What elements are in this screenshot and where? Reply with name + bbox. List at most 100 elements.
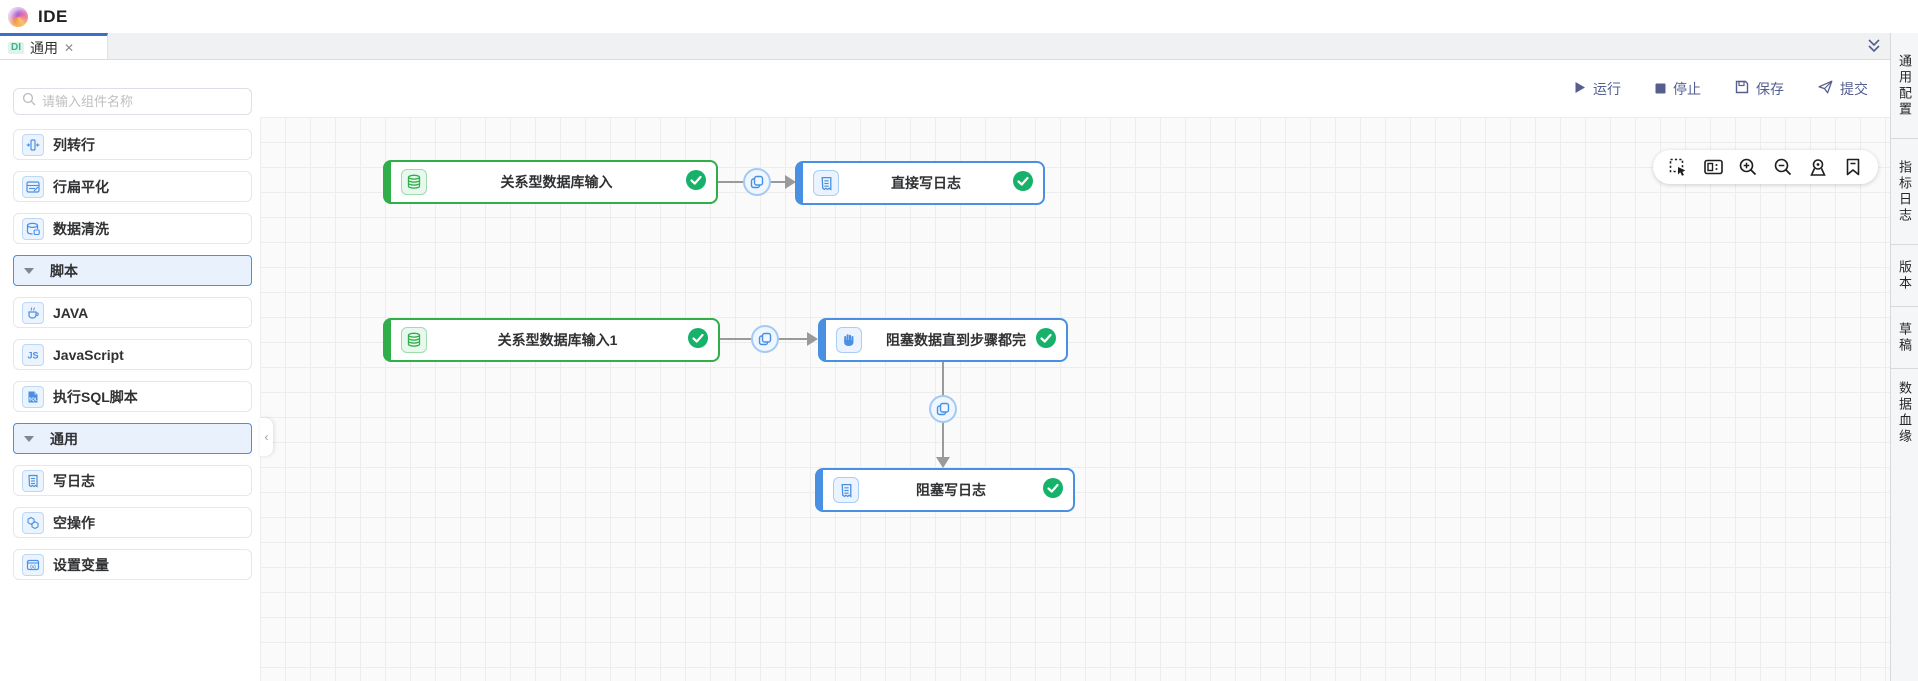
- locate-icon[interactable]: [1808, 157, 1828, 177]
- copy-distribute-icon[interactable]: [751, 325, 779, 353]
- right-tab-general-config[interactable]: 通用配置: [1891, 33, 1918, 139]
- double-chevron-down-icon[interactable]: [1866, 37, 1882, 55]
- marquee-select-icon[interactable]: [1668, 157, 1688, 177]
- sidebar-group-script[interactable]: 脚本: [13, 255, 252, 286]
- right-tab-data-lineage[interactable]: 数据血缘: [1897, 381, 1912, 445]
- node-label: 阻塞写日志: [916, 482, 986, 498]
- svg-text:(x): (x): [30, 564, 36, 569]
- sidebar-item-set-variable[interactable]: (x) 设置变量: [13, 549, 252, 580]
- flow-node-db-input-1[interactable]: 关系型数据库输入1: [383, 318, 720, 362]
- sidebar-item-label: 空操作: [53, 514, 95, 531]
- stop-label: 停止: [1673, 80, 1701, 97]
- sidebar-collapse-handle[interactable]: ‹: [260, 418, 273, 456]
- sidebar-item-column-to-row[interactable]: 列转行: [13, 129, 252, 160]
- hand-icon: [836, 327, 862, 353]
- sidebar-group-label: 通用: [50, 430, 78, 447]
- sidebar-item-java[interactable]: JAVA: [13, 297, 252, 328]
- flow-node-block-until-done[interactable]: 阻塞数据直到步骤都完: [818, 318, 1068, 362]
- write-log-icon: [22, 469, 44, 492]
- chevron-down-icon: [24, 267, 34, 274]
- edge-arrow-icon: [936, 457, 950, 468]
- tab-general[interactable]: DI 通用 ✕: [0, 33, 108, 59]
- noop-icon: [22, 511, 44, 534]
- sidebar-item-label: 行扁平化: [53, 178, 109, 195]
- svg-text:SQL: SQL: [29, 396, 38, 401]
- sidebar-item-label: 列转行: [53, 136, 95, 153]
- set-variable-icon: (x): [22, 553, 44, 576]
- run-label: 运行: [1593, 80, 1621, 97]
- sidebar-group-general[interactable]: 通用: [13, 423, 252, 454]
- node-label: 关系型数据库输入1: [497, 332, 618, 348]
- success-check-icon: [1013, 170, 1033, 196]
- tab-type-badge: DI: [8, 41, 24, 54]
- flow-canvas[interactable]: 运行 停止 保存 提交: [260, 60, 1890, 681]
- right-tab-draft[interactable]: 草稿: [1891, 307, 1918, 369]
- flow-node-db-input[interactable]: 关系型数据库输入: [383, 160, 718, 204]
- sidebar-group-label: 脚本: [50, 262, 78, 279]
- data-clean-icon: [22, 217, 44, 240]
- chevron-down-icon: [24, 435, 34, 442]
- java-icon: [22, 301, 44, 324]
- search-icon: [22, 92, 36, 111]
- sidebar-item-write-log[interactable]: 写日志: [13, 465, 252, 496]
- sidebar-item-label: JavaScript: [53, 346, 124, 363]
- database-icon: [401, 169, 427, 195]
- tab-close-icon[interactable]: ✕: [64, 40, 75, 55]
- right-panel-strip: 通用配置 指标日志 版本 草稿 数据血缘: [1890, 33, 1918, 681]
- sidebar-item-label: 数据清洗: [53, 220, 109, 237]
- tab-label: 通用: [30, 39, 58, 56]
- flow-node-block-log[interactable]: 阻塞写日志: [815, 468, 1075, 512]
- right-tab-version[interactable]: 版本: [1891, 245, 1918, 307]
- tab-bar: DI 通用 ✕: [0, 33, 1890, 60]
- edge-arrow-icon: [785, 175, 796, 189]
- success-check-icon: [1043, 477, 1063, 503]
- submit-button[interactable]: 提交: [1818, 79, 1868, 99]
- submit-label: 提交: [1840, 80, 1868, 97]
- canvas-toolbar: [1653, 150, 1878, 184]
- bookmark-icon[interactable]: [1843, 157, 1863, 177]
- copy-distribute-icon[interactable]: [743, 168, 771, 196]
- database-icon: [401, 327, 427, 353]
- column-to-row-icon: [22, 133, 44, 156]
- sidebar-item-label: 写日志: [53, 472, 95, 489]
- edge-arrow-icon: [807, 332, 818, 346]
- stop-button[interactable]: 停止: [1655, 79, 1701, 99]
- save-icon: [1735, 80, 1749, 97]
- search-input[interactable]: [42, 94, 243, 109]
- javascript-icon: JS: [22, 343, 44, 366]
- save-button[interactable]: 保存: [1735, 79, 1784, 99]
- sidebar-item-label: 执行SQL脚本: [53, 388, 138, 405]
- app-header: IDE: [0, 0, 1918, 33]
- success-check-icon: [688, 327, 708, 353]
- right-tab-metric-log[interactable]: 指标日志: [1891, 139, 1918, 245]
- node-label: 阻塞数据直到步骤都完: [886, 332, 1026, 348]
- zoom-in-icon[interactable]: [1738, 157, 1758, 177]
- stop-icon: [1655, 81, 1666, 97]
- minimap-icon[interactable]: [1703, 157, 1723, 177]
- app-title: IDE: [38, 6, 68, 26]
- svg-text:JS: JS: [27, 350, 38, 360]
- run-icon: [1574, 81, 1586, 97]
- component-search[interactable]: [13, 88, 252, 115]
- copy-distribute-icon[interactable]: [929, 395, 957, 423]
- canvas-grid[interactable]: 关系型数据库输入 直接写日志: [260, 117, 1890, 681]
- success-check-icon: [686, 169, 706, 195]
- sidebar-item-noop[interactable]: 空操作: [13, 507, 252, 538]
- sidebar-item-label: JAVA: [53, 304, 89, 321]
- save-label: 保存: [1756, 80, 1784, 97]
- row-flatten-icon: [22, 175, 44, 198]
- sidebar-item-data-clean[interactable]: 数据清洗: [13, 213, 252, 244]
- sql-file-icon: SQL: [22, 385, 44, 408]
- sidebar-item-sql-script[interactable]: SQL 执行SQL脚本: [13, 381, 252, 412]
- run-button[interactable]: 运行: [1574, 79, 1621, 99]
- log-icon: [833, 477, 859, 503]
- flow-node-direct-log[interactable]: 直接写日志: [795, 161, 1045, 205]
- chevron-left-icon: ‹: [264, 430, 269, 444]
- sidebar-item-row-flatten[interactable]: 行扁平化: [13, 171, 252, 202]
- sidebar-item-javascript[interactable]: JS JavaScript: [13, 339, 252, 370]
- node-label: 关系型数据库输入: [500, 174, 613, 190]
- zoom-out-icon[interactable]: [1773, 157, 1793, 177]
- submit-icon: [1818, 80, 1833, 97]
- sidebar-item-label: 设置变量: [53, 556, 109, 573]
